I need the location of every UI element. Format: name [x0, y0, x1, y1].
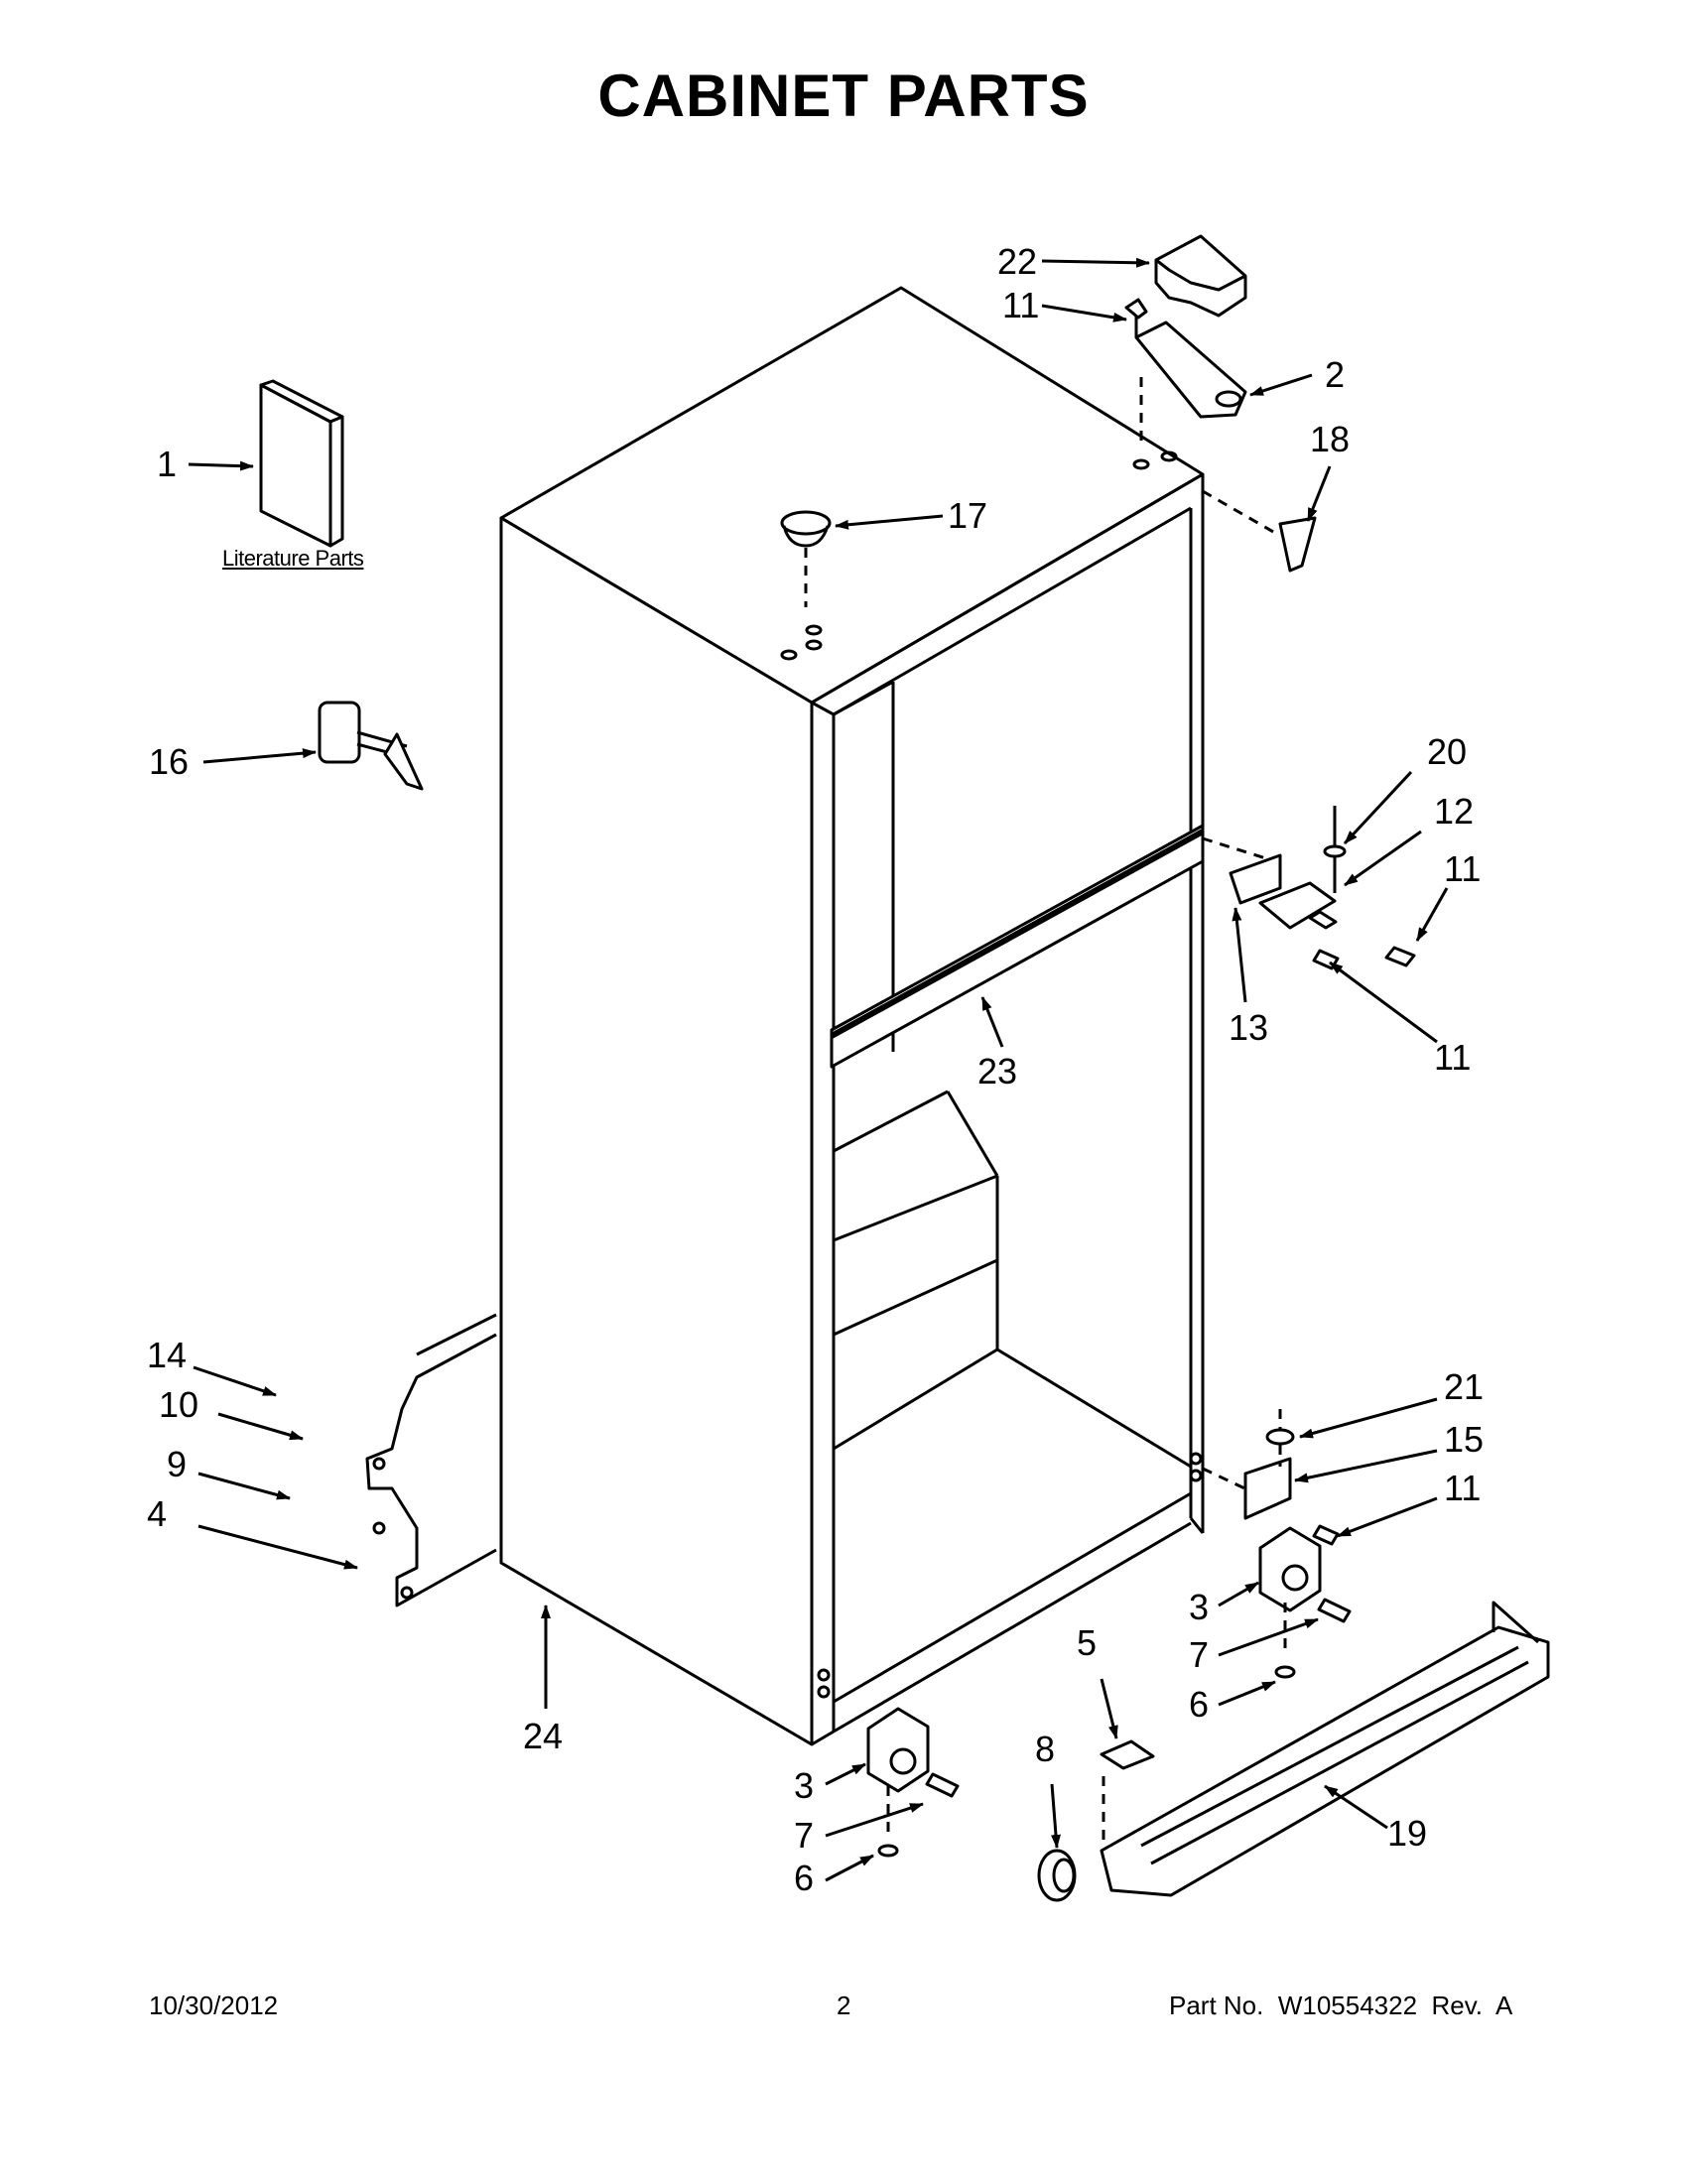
callout-11: 11: [1444, 848, 1481, 889]
clip-part-5: [1100, 1739, 1155, 1841]
callout-10: 10: [159, 1384, 198, 1425]
callout-12: 12: [1434, 791, 1474, 832]
callout-1: 1: [157, 444, 177, 484]
callout-17: 17: [948, 495, 987, 536]
callout-14: 14: [147, 1335, 187, 1375]
callout-7: 7: [794, 1815, 814, 1856]
callout-24: 24: [523, 1716, 563, 1756]
callout-4: 4: [147, 1493, 167, 1534]
callout-labels: 22 11 2 18 1 17 16 20 12 11 13 11 23 14 …: [147, 241, 1484, 1898]
leveling-leg-part-8: [1037, 1849, 1077, 1902]
footer-date: 10/30/2012: [149, 1991, 279, 2020]
page-title: CABINET PARTS: [597, 63, 1090, 129]
center-hinge-part-12: [1202, 806, 1416, 970]
lower-hinge-part-15: [1202, 1409, 1340, 1546]
callout-11: 11: [1002, 285, 1039, 325]
callout-11: 11: [1434, 1037, 1471, 1078]
callout-7: 7: [1189, 1634, 1209, 1675]
hinge-cover-part-22: [1154, 234, 1247, 318]
callout-15: 15: [1444, 1419, 1484, 1460]
base-grille-part-19: [1100, 1601, 1550, 1897]
callout-22: 22: [997, 241, 1037, 282]
plug-part-17: [780, 510, 832, 607]
callout-21: 21: [1444, 1366, 1484, 1407]
callout-3: 3: [1189, 1587, 1209, 1627]
roller-assembly-part-3-left: [866, 1707, 960, 1858]
callout-20: 20: [1427, 731, 1467, 772]
cabinet-body: [499, 286, 1205, 1746]
footer-part-number: Part No. W10554322 Rev. A: [1169, 1991, 1513, 2020]
top-hinge-part-2: [1124, 298, 1247, 442]
callout-18: 18: [1310, 419, 1350, 459]
callout-16: 16: [149, 741, 189, 782]
callout-9: 9: [167, 1444, 187, 1484]
footer-page-number: 2: [837, 1991, 851, 2020]
literature-parts-label: Literature Parts: [222, 546, 364, 571]
callout-5: 5: [1077, 1622, 1097, 1663]
callout-11: 11: [1444, 1468, 1481, 1508]
hinge-pin-cover-part-18: [1202, 489, 1317, 573]
literature-booklet-part-1: [259, 379, 344, 548]
callout-3: 3: [794, 1765, 814, 1806]
leader-arrows: [188, 257, 1449, 1882]
callout-8: 8: [1035, 1729, 1055, 1769]
callout-19: 19: [1387, 1813, 1427, 1854]
anti-tip-part-16: [318, 701, 424, 791]
callout-23: 23: [977, 1051, 1017, 1092]
roller-assembly-part-3-right: [1258, 1526, 1352, 1679]
callout-13: 13: [1229, 1007, 1268, 1048]
callout-6: 6: [794, 1858, 814, 1898]
rear-bracket-part-4: [365, 1313, 497, 1607]
callout-2: 2: [1325, 354, 1345, 395]
callout-6: 6: [1189, 1684, 1209, 1725]
